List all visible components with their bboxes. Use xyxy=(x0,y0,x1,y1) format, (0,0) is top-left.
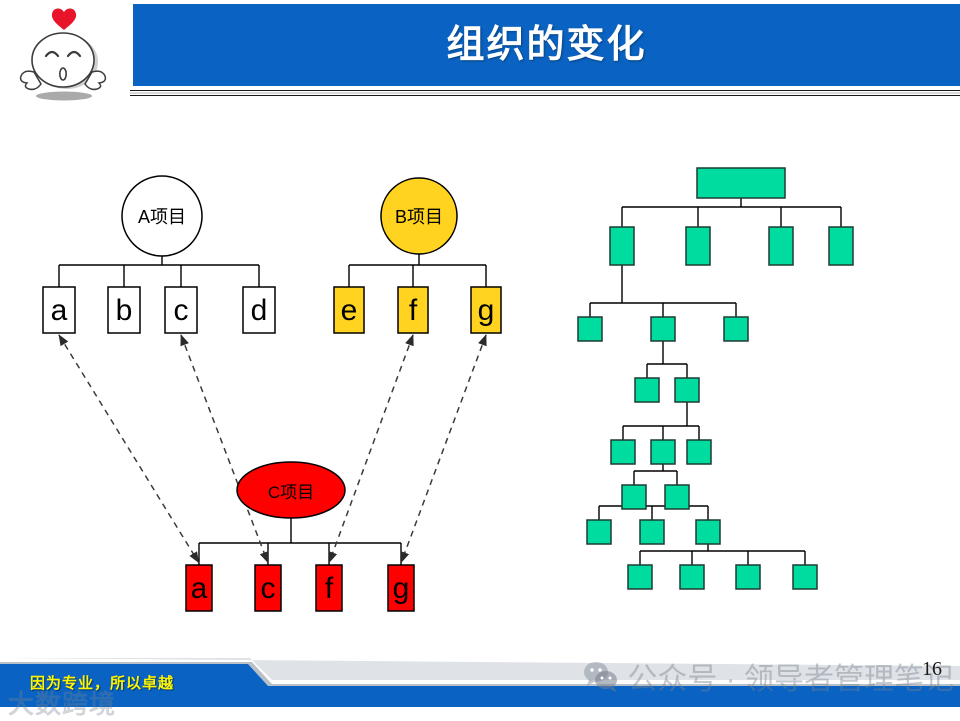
project-c-child-g xyxy=(387,564,415,612)
org-box-l6-2 xyxy=(664,484,690,510)
org-box-l2-2 xyxy=(685,226,711,266)
transfer-arrow-2 xyxy=(328,334,414,564)
watermark-left: 大数跨境 xyxy=(8,689,117,719)
org-box-l7-1 xyxy=(586,519,612,545)
project-a-child-d xyxy=(242,286,276,334)
project-b-child-g xyxy=(470,286,502,334)
project-a-shape xyxy=(121,175,203,257)
diagram-svg xyxy=(42,167,854,612)
transfer-arrow-3 xyxy=(400,334,487,564)
org-box-l2-3 xyxy=(768,226,794,266)
org-box-l8-3 xyxy=(735,564,761,590)
footer-banner-shape xyxy=(0,658,960,707)
org-box-l1-1 xyxy=(696,167,786,199)
watermark-right-text: 公众号 · 领导者管理笔记 xyxy=(627,663,954,696)
transfer-arrow-0 xyxy=(58,334,200,564)
org-box-l7-2 xyxy=(639,519,665,545)
diagram-shapes xyxy=(42,167,854,612)
org-box-l3-3 xyxy=(723,316,749,342)
transfer-arrow-1 xyxy=(180,334,269,564)
org-box-l4-1 xyxy=(634,377,660,403)
org-box-l3-2 xyxy=(650,316,676,342)
org-box-l8-2 xyxy=(679,564,705,590)
org-box-l6-1 xyxy=(621,484,647,510)
project-a-child-b xyxy=(107,286,141,334)
slide-header: 组织的变化 xyxy=(0,0,960,110)
page-title: 组织的变化 xyxy=(446,24,647,66)
project-c-shape xyxy=(236,461,346,519)
org-box-l7-3 xyxy=(695,519,721,545)
org-box-l3-1 xyxy=(577,316,603,342)
heart-icon xyxy=(51,8,77,30)
transfer-arrows xyxy=(58,334,487,564)
project-a-child-a xyxy=(42,286,76,334)
org-chart-connector-lines xyxy=(589,198,842,565)
slide-footer: 因为专业，所以卓越 大数跨境 公众号 · 领导者管理笔记 xyxy=(0,650,960,720)
project-c-child-f xyxy=(315,564,343,612)
org-box-l8-4 xyxy=(792,564,818,590)
org-box-l5-2 xyxy=(650,439,676,465)
project-b-child-e xyxy=(333,286,365,334)
page-number: 16 xyxy=(922,658,942,680)
project-c-child-a xyxy=(185,564,213,612)
org-box-l2-4 xyxy=(828,226,854,266)
org-box-l4-2 xyxy=(674,377,700,403)
project-b-child-f xyxy=(397,286,429,334)
org-box-l5-3 xyxy=(686,439,712,465)
title-bar: 组织的变化 xyxy=(133,4,960,86)
project-c-child-c xyxy=(254,564,282,612)
watermark-right-group: 公众号 · 领导者管理笔记 xyxy=(581,654,954,698)
org-box-l8-1 xyxy=(627,564,653,590)
header-divider xyxy=(130,90,960,98)
project-b-shape xyxy=(380,177,458,255)
mascot-logo xyxy=(12,4,116,104)
footer-slogan: 因为专业，所以卓越 xyxy=(30,675,175,692)
project-a-child-c xyxy=(164,286,198,334)
org-box-l2-1 xyxy=(609,226,635,266)
org-box-l5-1 xyxy=(610,439,636,465)
wechat-icon xyxy=(584,662,618,692)
